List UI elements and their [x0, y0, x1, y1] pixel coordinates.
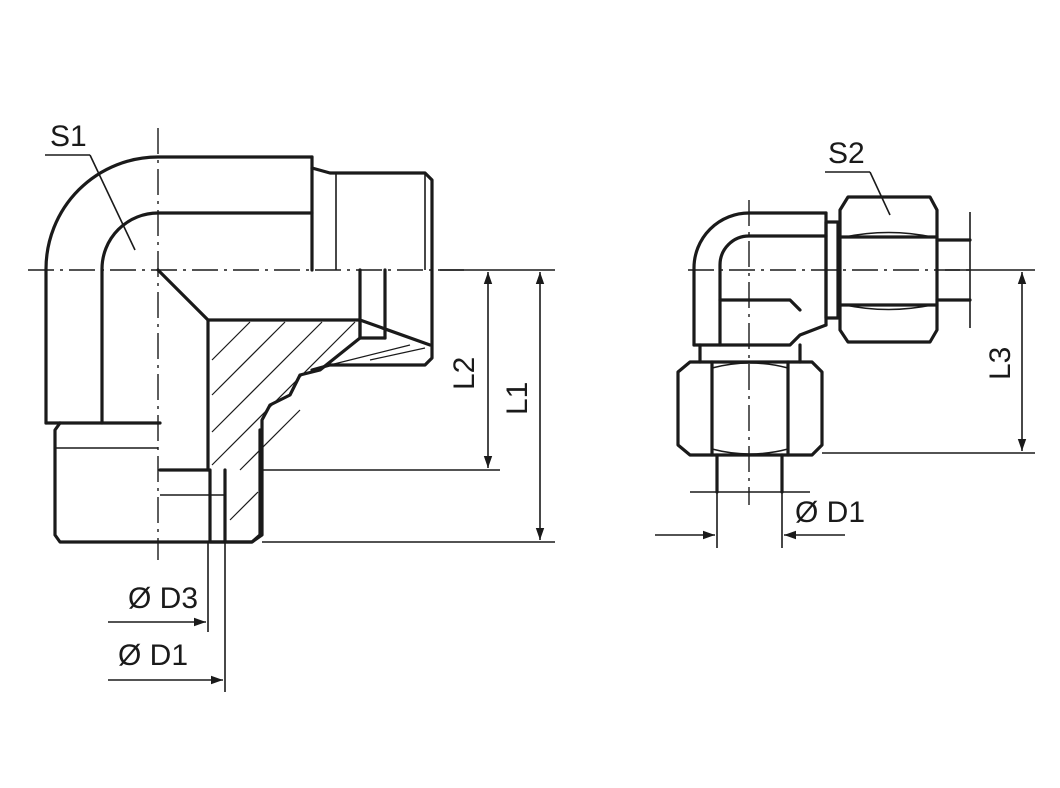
right-body-inner-edge [718, 298, 802, 312]
left-elbow-outer-contour [44, 155, 314, 425]
l1-label: L1 [501, 382, 534, 415]
s1-leader-diagonal [89, 154, 136, 251]
l3-label: L3 [984, 347, 1017, 380]
s2-leader-diagonal [869, 171, 891, 216]
bottom-hex-chamfer-bottom [711, 448, 789, 455]
left-section-hatching [211, 321, 426, 521]
s2-hex-nut [838, 195, 939, 344]
left-elbow-inner-contour [100, 211, 314, 425]
d3-label: Ø D3 [128, 582, 198, 615]
right-elbow-fitting [655, 171, 1035, 548]
left-elbow-fitting [28, 128, 555, 692]
d1-right-label: Ø D1 [795, 496, 865, 529]
s1-label: S1 [50, 120, 87, 153]
d1-left-label: Ø D1 [118, 639, 188, 672]
left-right-thread-stud [310, 166, 434, 372]
s2-label: S2 [828, 137, 865, 170]
right-bottom-hex-nut [676, 360, 824, 457]
right-elbow-outer-contour [692, 211, 828, 347]
right-ring-collar [824, 220, 840, 320]
s2-hex-chamfer-bottom [844, 304, 933, 311]
right-body-bottom [692, 323, 828, 347]
left-section-thread-cut [358, 318, 432, 347]
right-elbow-inner-contour [718, 234, 828, 347]
bottom-hex-chamfer-top [711, 362, 789, 369]
l2-label: L2 [448, 357, 481, 390]
s2-hex-chamfer-top [844, 231, 933, 238]
